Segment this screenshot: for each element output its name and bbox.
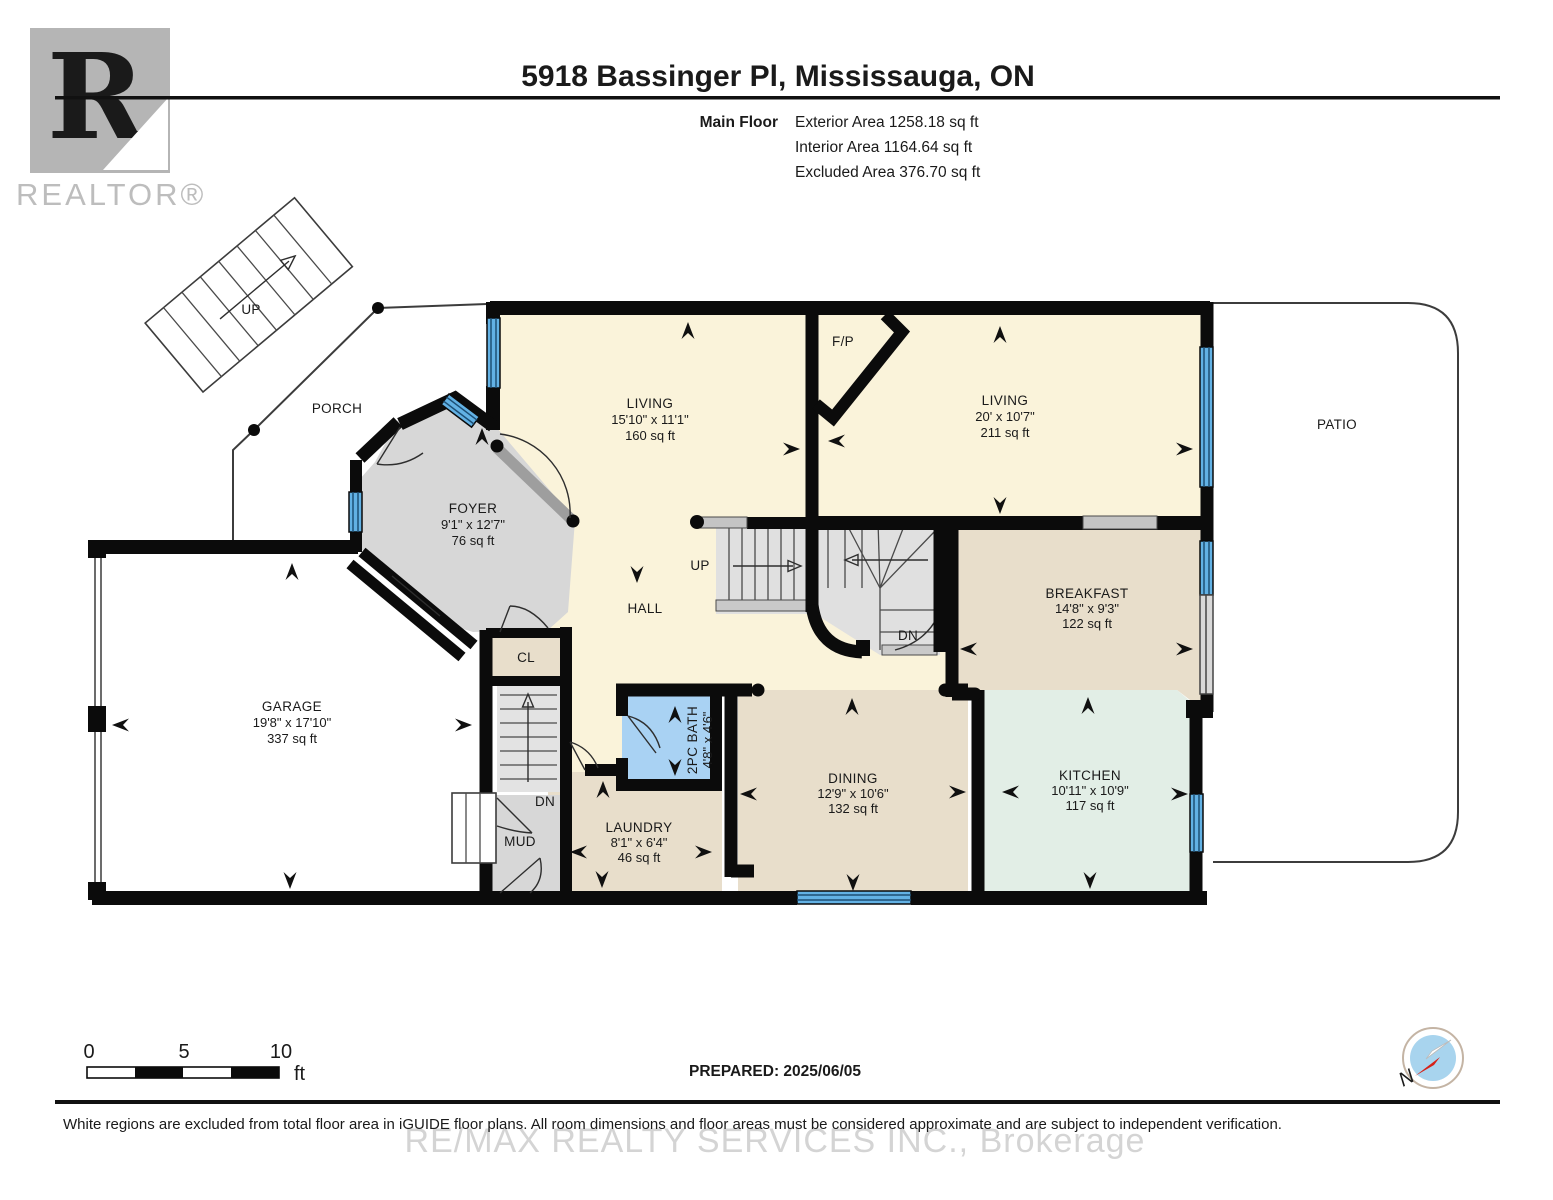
scale-unit: ft <box>294 1063 306 1085</box>
porch-label: PORCH <box>312 401 362 416</box>
dining-dims: 12'9" x 10'6" <box>817 786 889 801</box>
patio-outline <box>1213 302 1459 863</box>
living2-dims: 20' x 10'7" <box>975 409 1035 424</box>
brokerage-watermark: RE/MAX REALTY SERVICES INC., Brokerage <box>405 1122 1146 1160</box>
kitchen-area: 117 sq ft <box>1066 798 1115 813</box>
window-kitchen-right <box>1189 793 1204 853</box>
main-up-stairs <box>715 521 813 612</box>
laundry-dims: 8'1" x 6'4" <box>611 835 668 850</box>
main-stairs-up-label: UP <box>690 558 709 573</box>
floor-label: Main Floor <box>700 114 778 131</box>
foyer-dims: 9'1" x 12'7" <box>441 517 505 532</box>
page-title: 5918 Bassinger Pl, Mississauga, ON <box>521 60 1035 93</box>
prepared-date: PREPARED: 2025/06/05 <box>689 1063 861 1080</box>
exterior-area: Exterior Area 1258.18 sq ft <box>795 114 979 131</box>
cl-label: CL <box>517 650 535 665</box>
basement-stairs-dn-label: DN <box>535 794 555 809</box>
door-slabs <box>490 439 1158 530</box>
window-living1-left <box>486 317 501 389</box>
window-dining-bottom <box>796 890 912 905</box>
dining-area: 132 sq ft <box>828 801 878 816</box>
disclaimer-text: White regions are excluded from total fl… <box>63 1116 1282 1133</box>
windows <box>348 317 1214 905</box>
kitchen-label: KITCHEN <box>1059 768 1121 783</box>
footer-divider <box>55 1100 1500 1104</box>
basement-stairs <box>500 692 557 782</box>
window-foyer-front <box>440 392 481 429</box>
bath-label: 2PC BATH <box>685 706 700 774</box>
garage-area: 337 sq ft <box>267 731 317 746</box>
laundry-area: 46 sq ft <box>618 850 661 865</box>
kitchen-dims: 10'11" x 10'9" <box>1051 783 1129 798</box>
window-breakfast-right <box>1199 540 1214 596</box>
realtor-logo: R REALTOR® <box>16 27 206 212</box>
window-foyer-west <box>348 491 363 533</box>
realtor-logo-triangle <box>103 98 168 170</box>
interior-area: Interior Area 1164.64 sq ft <box>795 139 973 156</box>
excluded-area: Excluded Area 376.70 sq ft <box>795 164 981 181</box>
living1-label: LIVING <box>627 396 674 411</box>
window-living2-right <box>1199 346 1214 488</box>
foyer-label: FOYER <box>449 501 498 516</box>
door-arcs <box>376 426 661 894</box>
mud-label: MUD <box>504 834 536 849</box>
garage-steps <box>451 792 497 864</box>
fireplace-label: F/P <box>832 334 854 349</box>
scale-tick-10: 10 <box>270 1041 292 1063</box>
realtor-wordmark: REALTOR® <box>16 177 206 212</box>
main-stairs-dn-label: DN <box>898 628 918 643</box>
living1-area: 160 sq ft <box>625 428 675 443</box>
dining-label: DINING <box>828 771 878 786</box>
laundry-label: LAUNDRY <box>605 820 672 835</box>
living2-label: LIVING <box>982 393 1029 408</box>
header-divider <box>55 96 1500 100</box>
porch-stairs-up-label: UP <box>241 302 260 317</box>
compass-icon: N <box>1395 1027 1464 1091</box>
compass-needle-white <box>1425 1039 1452 1060</box>
porch-stairs <box>144 196 354 394</box>
front-door-slab <box>493 444 577 525</box>
patio-sliding-door <box>1199 594 1214 695</box>
breakfast-area: 122 sq ft <box>1062 616 1112 631</box>
scale-tick-5: 5 <box>178 1041 189 1063</box>
patio-label: PATIO <box>1317 417 1357 432</box>
room-labels: LIVING 15'10" x 11'1" 160 sq ft LIVING 2… <box>241 302 1357 865</box>
living1-dims: 15'10" x 11'1" <box>611 412 689 427</box>
breakfast-dims: 14'8" x 9'3" <box>1055 601 1119 616</box>
foyer-area: 76 sq ft <box>452 533 495 548</box>
garage-label: GARAGE <box>262 699 322 714</box>
compass-needle-red <box>1415 1057 1440 1076</box>
scale-tick-0: 0 <box>83 1041 94 1063</box>
breakfast-label: BREAKFAST <box>1045 586 1128 601</box>
hall-label: HALL <box>628 601 663 616</box>
garage-dims: 19'8" x 17'10" <box>253 715 332 730</box>
porch-post <box>248 424 260 436</box>
bath-dims: 4'8" x 4'6" <box>700 711 715 768</box>
porch-post <box>372 302 384 314</box>
scale-bar: 0 5 10 ft <box>83 1041 305 1085</box>
living2-area: 211 sq ft <box>981 425 1030 440</box>
